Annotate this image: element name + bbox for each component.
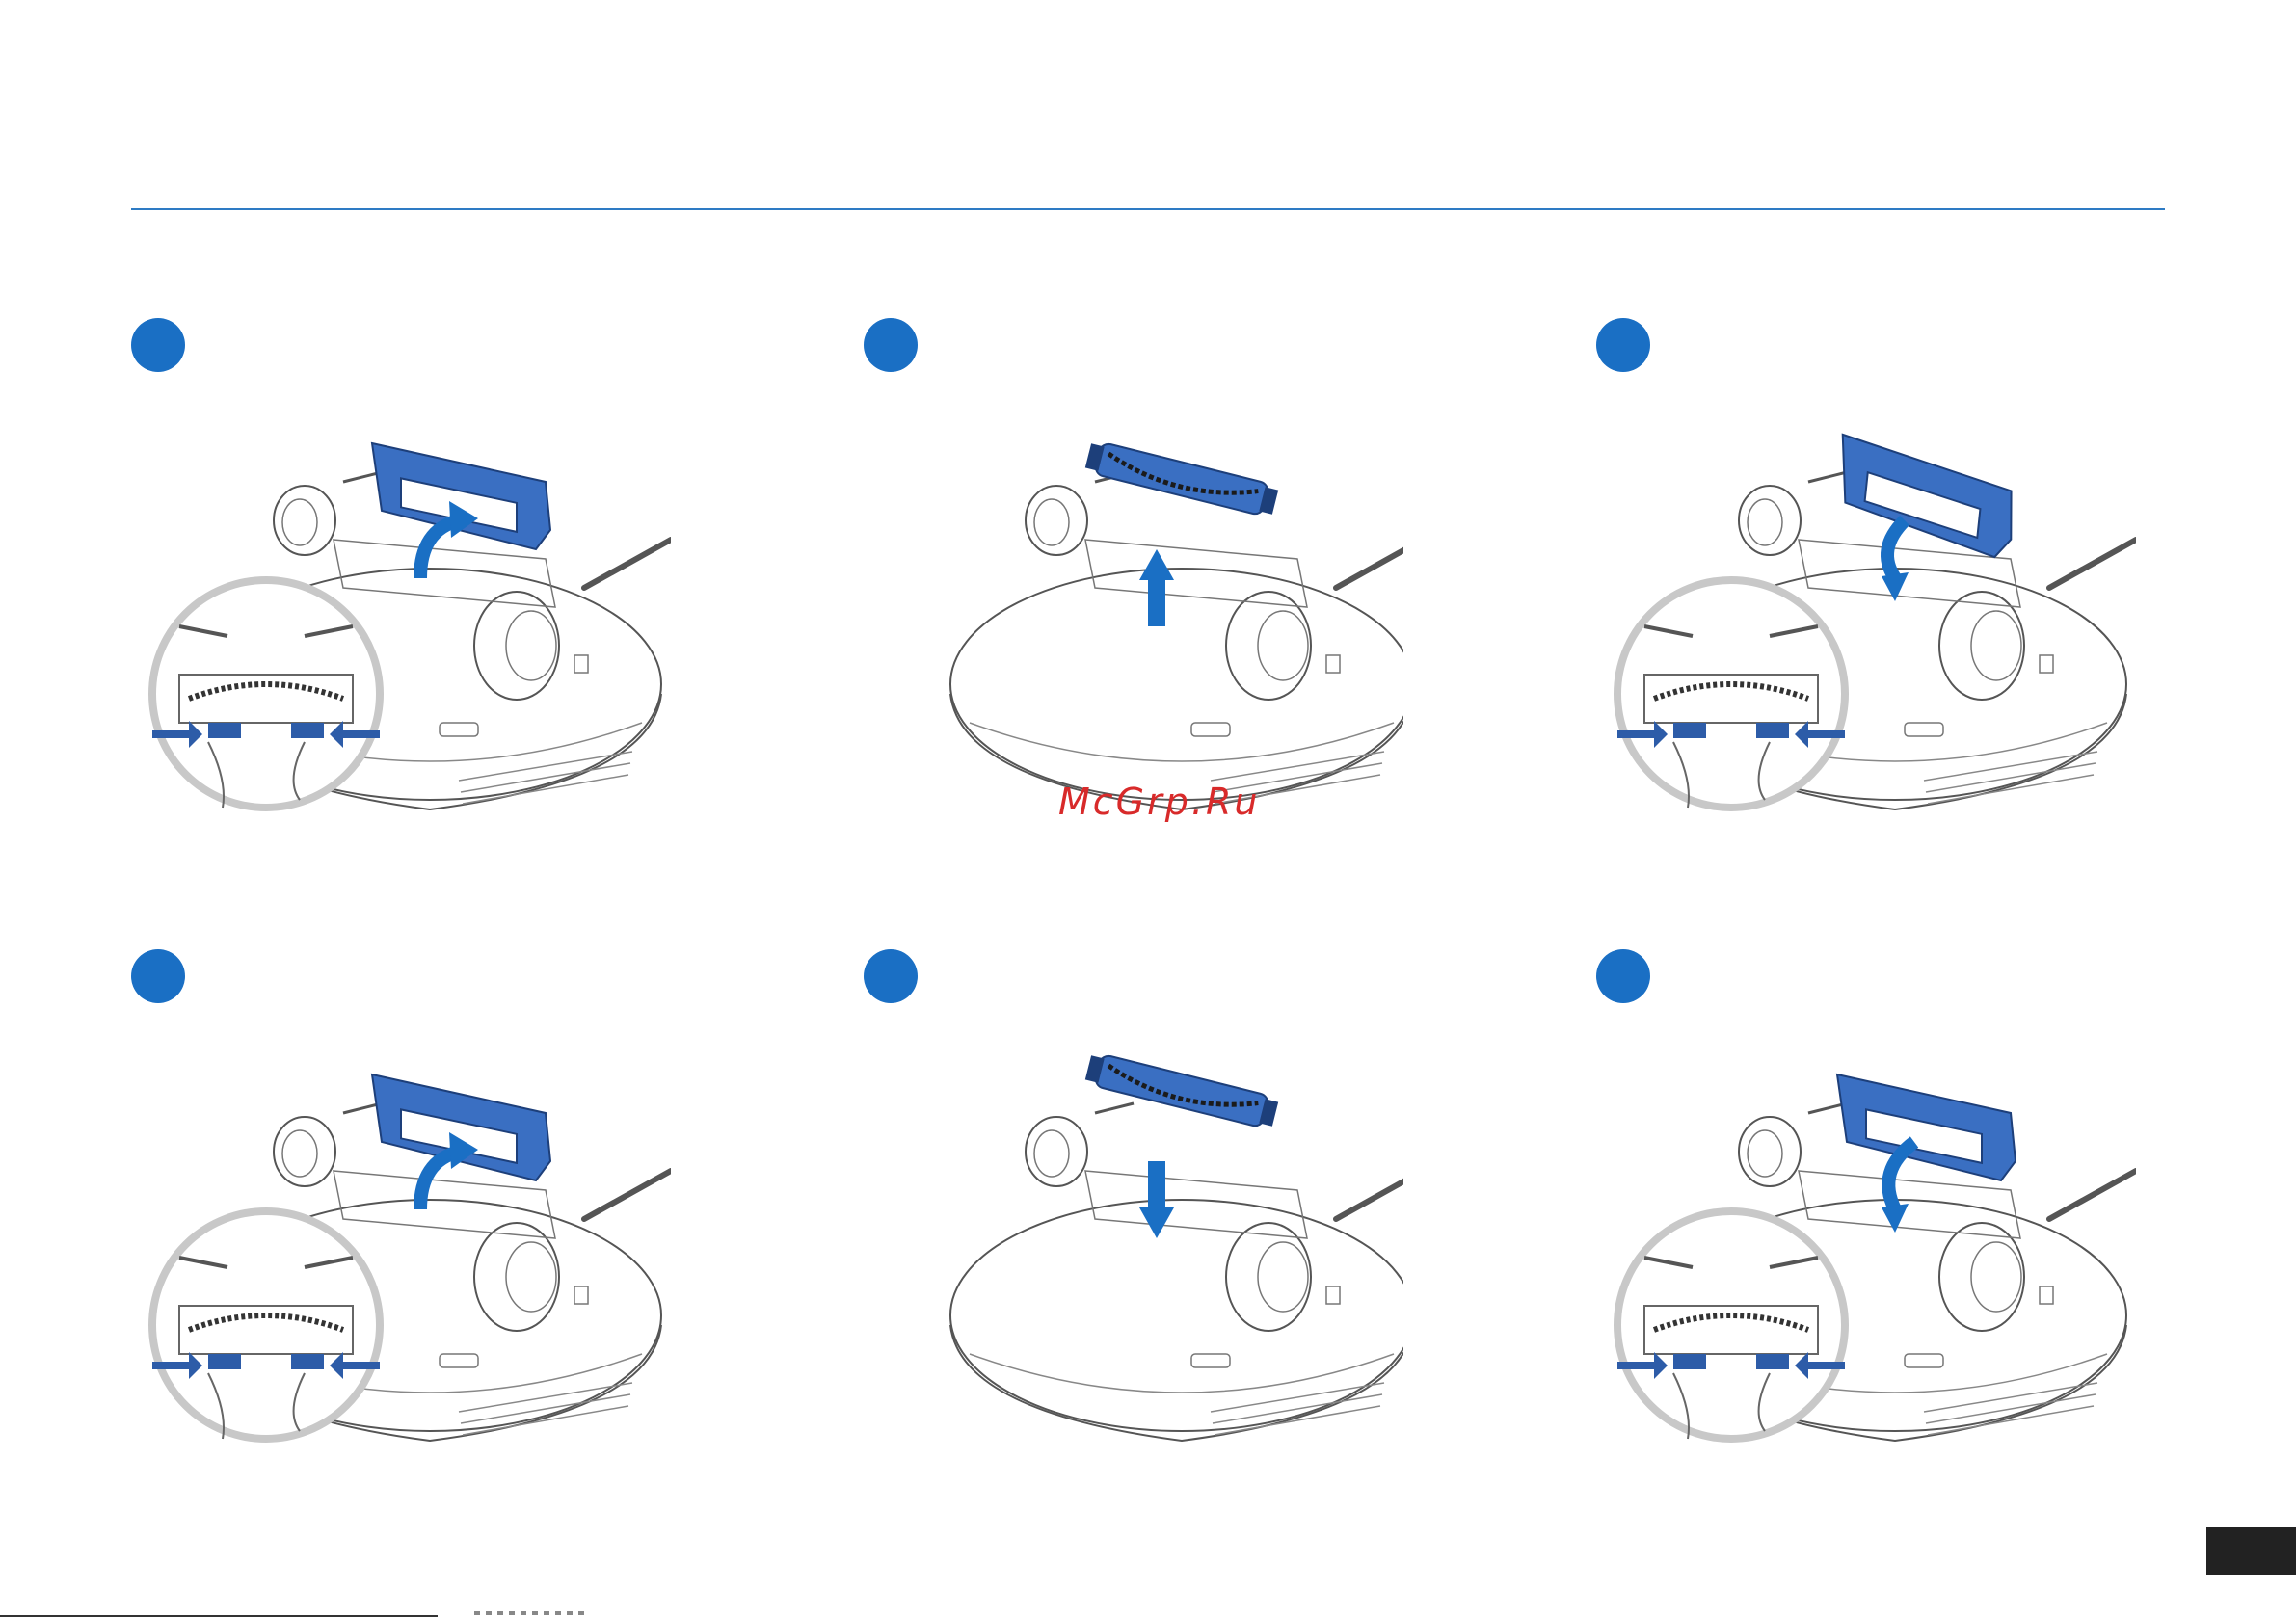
step-4-badge: [131, 949, 185, 1003]
step-6: [1596, 949, 2296, 1489]
watermark: McGrp.Ru: [1058, 781, 1260, 823]
step-5-badge: [864, 949, 918, 1003]
step-2-illustration: [864, 405, 1403, 829]
step-1-illustration: [131, 405, 671, 829]
step-2-badge: [864, 318, 918, 372]
step-1: [131, 318, 864, 858]
page-number-box: [2206, 1527, 2296, 1575]
step-5: [864, 949, 1596, 1489]
straight-arrow-up-icon: [1148, 578, 1165, 626]
footer-mark: [474, 1611, 590, 1615]
step-5-illustration: [864, 1036, 1403, 1460]
step-1-badge: [131, 318, 185, 372]
step-2: [864, 318, 1596, 858]
footer-line: [0, 1615, 438, 1617]
step-3-badge: [1596, 318, 1650, 372]
step-4: [131, 949, 864, 1489]
step-3: [1596, 318, 2296, 858]
step-6-illustration: [1596, 1036, 2136, 1460]
step-4-illustration: [131, 1036, 671, 1460]
step-3-illustration: [1596, 405, 2136, 829]
straight-arrow-down-icon: [1148, 1161, 1165, 1209]
header-rule: [131, 208, 2165, 210]
step-6-badge: [1596, 949, 1650, 1003]
